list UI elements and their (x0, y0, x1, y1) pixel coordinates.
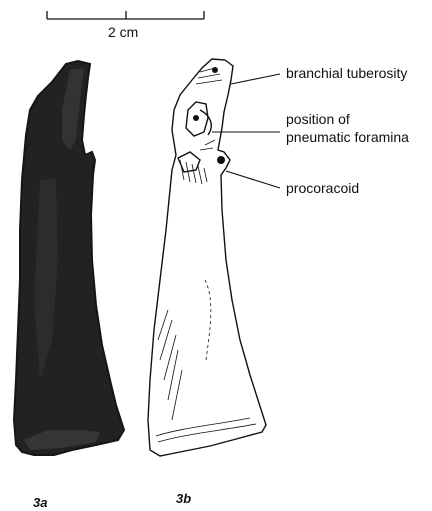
panel-label-3b: 3b (176, 491, 191, 506)
panel-label-3a: 3a (33, 495, 47, 510)
label-procoracoid: procoracoid (286, 180, 359, 197)
scale-bar (47, 11, 204, 19)
scale-bar-label: 2 cm (108, 24, 138, 40)
bone-drawing-3b (148, 59, 280, 456)
label-pneumatic-line2: pneumatic foramina (286, 129, 409, 146)
label-pneumatic-line1: position of (286, 111, 350, 128)
label-branchial-tuberosity: branchial tuberosity (286, 65, 407, 82)
bone-photo-3a (14, 61, 124, 455)
